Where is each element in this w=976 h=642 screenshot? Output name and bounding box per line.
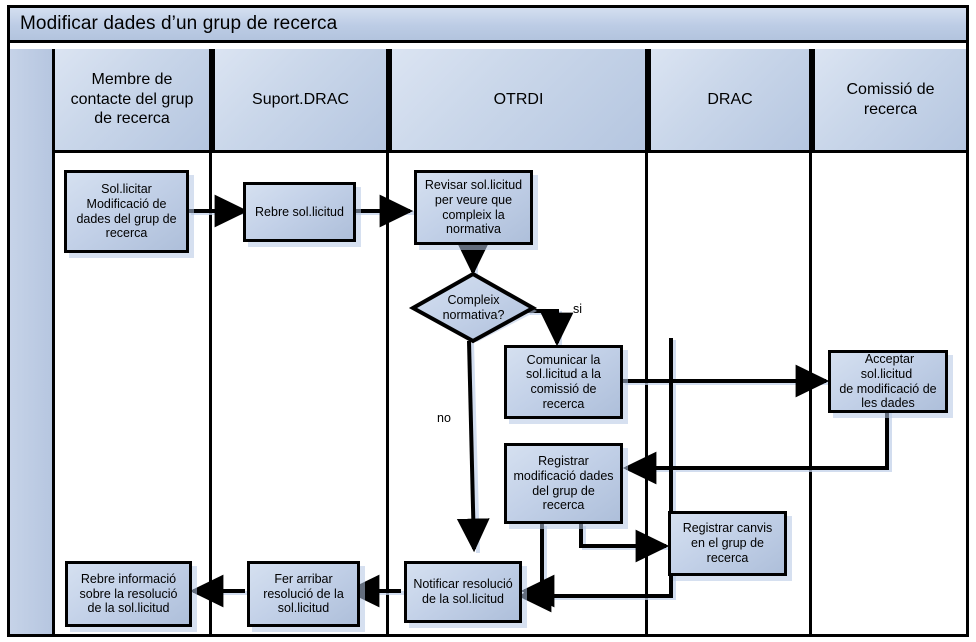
node-text-line: Rebre informació bbox=[80, 571, 177, 586]
node-text-line: recerca bbox=[105, 226, 148, 241]
node-registrar-canvis-grup[interactable]: Registrar canvis en el grup de recerca bbox=[668, 511, 787, 576]
node-registrar-modificacio-dades[interactable]: Registrar modificació dades del grup de … bbox=[504, 443, 623, 524]
node-text-line: modificació dades bbox=[513, 468, 614, 483]
node-text-line: dades del grup de bbox=[76, 211, 177, 226]
lane-header-suport: Suport.DRAC bbox=[212, 49, 389, 153]
node-notificar-resolucio[interactable]: Notificar resolució de la sol.licitud bbox=[404, 561, 522, 623]
node-text-line: Fer arribar bbox=[274, 571, 333, 586]
node-text-line: de modificació de bbox=[839, 381, 937, 396]
node-text-line: compleix la bbox=[442, 207, 505, 222]
node-text-line: Notificar resolució bbox=[413, 577, 513, 592]
node-label: Rebre informació sobre la resolució de l… bbox=[74, 572, 184, 616]
lane-divider-4 bbox=[645, 153, 648, 634]
lane-label-line: contacte del grup bbox=[70, 90, 194, 108]
branch-label-no: no bbox=[437, 411, 451, 425]
lane-header-membre: Membre de contacte del grup de recerca bbox=[52, 49, 212, 153]
node-text-line: recerca bbox=[542, 498, 585, 513]
node-label: Acceptar sol.licitud de modificació de l… bbox=[831, 352, 945, 411]
lane-divider-5 bbox=[809, 153, 812, 634]
node-comunicar-sollicitud-comissio[interactable]: Comunicar la sol.licitud a la comissió d… bbox=[504, 345, 623, 419]
node-text-line: sobre la resolució bbox=[79, 586, 178, 601]
node-text-line: de la sol.licitud bbox=[422, 592, 504, 606]
node-text-line: Comunicar la bbox=[526, 352, 601, 367]
lane-header-membre-label: Membre de contacte del grup de recerca bbox=[63, 70, 202, 129]
node-text-line: sol.licitud a la bbox=[525, 367, 602, 382]
diamond-shape bbox=[408, 271, 538, 344]
node-text-line: recerca bbox=[706, 550, 749, 565]
node-text-line: les dades bbox=[861, 396, 915, 411]
node-revisar-sollicitud[interactable]: Revisar sol.licitud per veure que comple… bbox=[414, 170, 533, 245]
node-label: Registrar canvis en el grup de recerca bbox=[677, 521, 779, 565]
branch-label-si: si bbox=[573, 302, 583, 316]
node-label: Fer arribar resolució de la sol.licitud bbox=[257, 572, 350, 616]
node-text-line: comissió de bbox=[530, 382, 597, 396]
node-text-line: sol.licitud bbox=[277, 601, 330, 616]
lane-label-line: recerca bbox=[863, 100, 918, 118]
lane-header-drac-label: DRAC bbox=[707, 90, 753, 108]
node-label: Revisar sol.licitud per veure que comple… bbox=[419, 178, 528, 237]
lane-label-line: Membre de bbox=[91, 71, 173, 89]
node-label: Registrar modificació dades del grup de … bbox=[507, 454, 619, 513]
node-text-line: resolució de la bbox=[263, 586, 344, 601]
node-text-line: recerca bbox=[542, 396, 585, 411]
left-spacer-band bbox=[10, 49, 52, 634]
lane-divider-3 bbox=[386, 153, 389, 634]
node-text-line: en el grup de bbox=[691, 536, 764, 551]
diagram-title: Modificar dades d’un grup de recerca bbox=[20, 13, 338, 34]
lane-divider-6 bbox=[966, 153, 969, 634]
lane-header-comissio-label: Comissió de recerca bbox=[838, 80, 942, 119]
node-sollicitar-modificacio[interactable]: Sol.licitar Modificació de dades del gru… bbox=[64, 170, 189, 253]
node-decision-compleix-normativa[interactable]: Compleix normativa? bbox=[408, 271, 538, 344]
node-fer-arribar-resolucio[interactable]: Fer arribar resolució de la sol.licitud bbox=[247, 561, 360, 627]
node-text-line: Registrar bbox=[538, 454, 589, 468]
lane-header-otrdi-label: OTRDI bbox=[493, 90, 544, 108]
diagram-title-bar: Modificar dades d’un grup de recerca bbox=[7, 5, 969, 43]
lane-label-line: Comissió de bbox=[846, 80, 935, 98]
node-acceptar-sollicitud-modificacio[interactable]: Acceptar sol.licitud de modificació de l… bbox=[828, 350, 948, 413]
node-label: Sol.licitar Modificació de dades del gru… bbox=[70, 182, 182, 241]
lane-header-otrdi: OTRDI bbox=[389, 49, 648, 153]
lane-divider-2 bbox=[209, 153, 212, 634]
node-label: Notificar resolució de la sol.licitud bbox=[407, 577, 518, 607]
lane-header-suport-label: Suport.DRAC bbox=[252, 90, 349, 108]
lane-header-drac: DRAC bbox=[648, 49, 812, 153]
node-label: Rebre sol.licitud bbox=[255, 204, 344, 219]
node-rebre-informacio-resolucio[interactable]: Rebre informació sobre la resolució de l… bbox=[65, 561, 192, 627]
lane-divider-1 bbox=[52, 153, 55, 634]
lane-label-line: de recerca bbox=[94, 110, 170, 128]
node-text-line: normativa bbox=[446, 222, 501, 237]
lane-header-comissio: Comissió de recerca bbox=[812, 49, 969, 153]
node-text-line: Revisar sol.licitud bbox=[424, 178, 523, 192]
node-text-line: per veure que bbox=[434, 192, 513, 207]
node-label: Comunicar la sol.licitud a la comissió d… bbox=[520, 353, 607, 412]
node-rebre-sollicitud[interactable]: Rebre sol.licitud bbox=[243, 182, 356, 242]
node-text-line: del grup de bbox=[532, 483, 595, 498]
node-text-line: Sol.licitar bbox=[101, 182, 152, 196]
node-text-line: Modificació de bbox=[86, 196, 167, 211]
node-text-line: de la sol.licitud bbox=[87, 601, 170, 616]
node-text-line: Acceptar sol.licitud bbox=[860, 352, 915, 381]
node-text-line: Registrar canvis bbox=[682, 521, 773, 536]
